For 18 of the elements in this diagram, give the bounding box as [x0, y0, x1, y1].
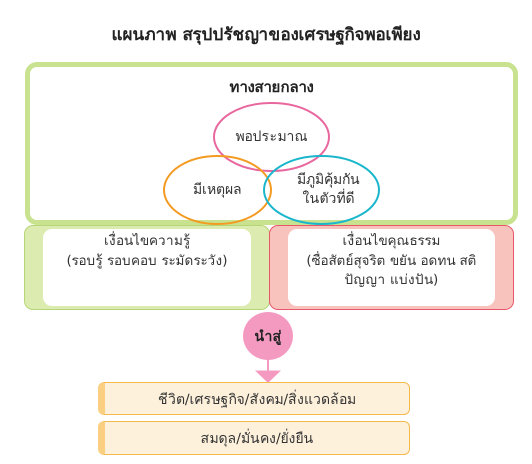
condition-detail: (รอบรู้ รอบคอบ ระมัดระวัง) — [65, 252, 229, 271]
ellipse-label: มีเหตุผล — [193, 180, 242, 200]
result-box — [98, 421, 410, 455]
condition-band — [24, 225, 270, 310]
ellipse-label: พอประมาณ — [236, 128, 308, 146]
framed-panel — [25, 62, 518, 225]
result-text: สมดุล/มั่นคง/ยั่งยืน — [200, 427, 314, 449]
panel-heading: ทางสายกลาง — [228, 77, 314, 98]
circle-node — [243, 312, 293, 360]
condition-detail: (ซื่อสัตย์สุจริต ขยัน อดทน สติปัญญา แบ่งปัน) — [305, 252, 478, 290]
result-box — [98, 382, 410, 415]
circle-label: นำสู่ — [254, 328, 282, 347]
result-text: ชีวิต/เศรษฐกิจ/สังคม/สิ่งแวดล้อม — [158, 388, 356, 410]
condition-heading: เงื่อนไขคุณธรรม — [342, 232, 442, 251]
diagram-title: แผนภาพ สรุปปรัชญาของเศรษฐกิจพอเพียง — [110, 24, 422, 47]
ellipse-label: มีภูมิคุ้มกัน ในตัวที่ดี — [296, 171, 361, 209]
condition-heading: เงื่อนไขความรู้ — [103, 232, 191, 251]
condition-band — [269, 225, 514, 310]
